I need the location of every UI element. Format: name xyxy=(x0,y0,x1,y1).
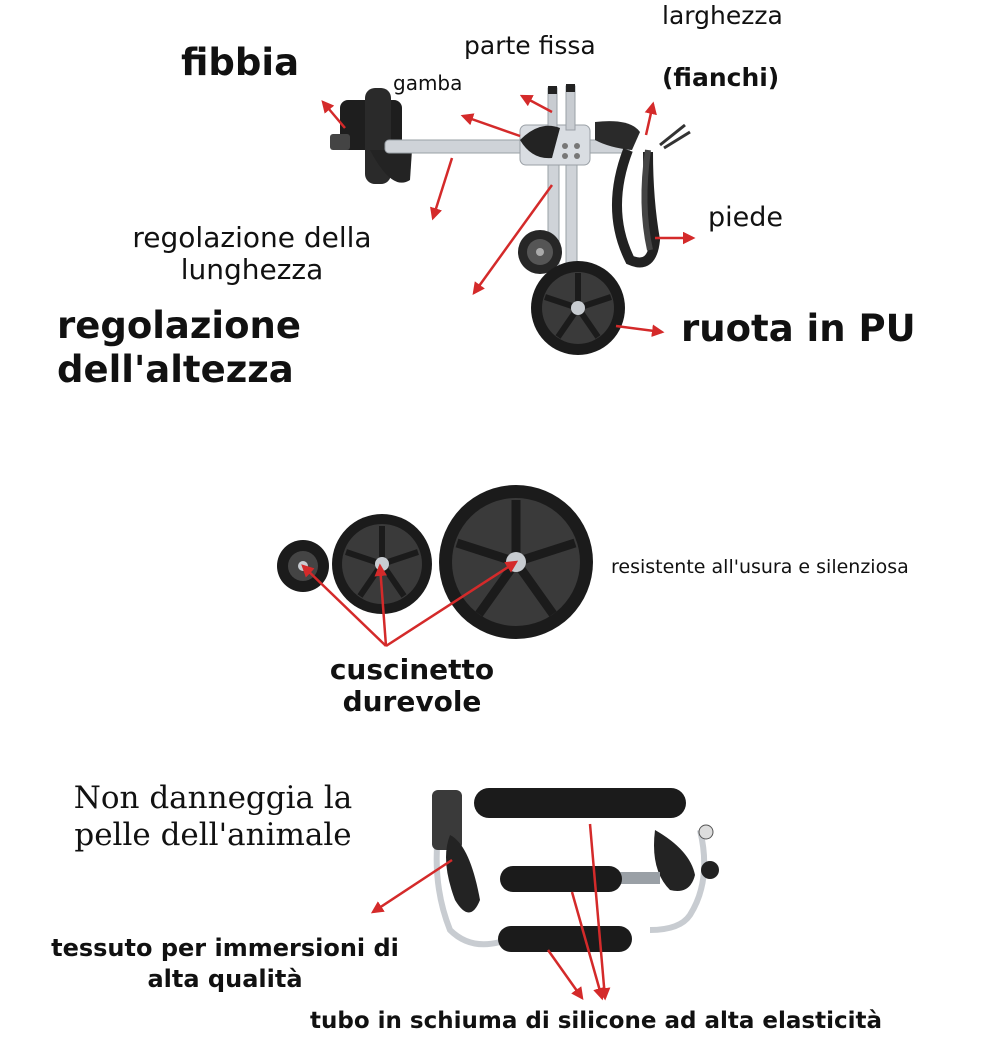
label-cuscinetto: cuscinetto durevole xyxy=(312,653,512,719)
label-cuscinetto-line1: cuscinetto xyxy=(329,653,495,686)
side-bar xyxy=(384,139,631,154)
label-tubo-schiuma: tubo in schiuma di silicone ad alta elas… xyxy=(310,1008,882,1034)
label-non-danneggia-line1: Non danneggia la xyxy=(73,780,353,816)
section1-arrows xyxy=(321,94,696,337)
label-parte-fissa: parte fissa xyxy=(464,31,596,60)
harness-strap xyxy=(330,88,412,184)
foam-tube-top xyxy=(474,788,686,818)
label-tessuto-line2: alta qualità xyxy=(147,965,303,994)
label-tessuto: tessuto per immersioni di alta qualità xyxy=(22,933,428,995)
pu-wheel xyxy=(531,261,625,355)
label-non-danneggia-line2: pelle dell'animale xyxy=(74,817,352,854)
back-wheel xyxy=(518,230,562,274)
foam-tube-bottom xyxy=(498,926,632,952)
label-regolazione-lunghezza-line2: lunghezza xyxy=(180,253,324,287)
label-regolazione-altezza-line2: dell'altezza xyxy=(57,348,294,392)
label-fianchi: (fianchi) xyxy=(662,63,780,92)
label-fibbia: fibbia xyxy=(181,41,300,84)
label-regolazione-lunghezza: regolazione della lunghezza xyxy=(105,221,399,287)
label-piede: piede xyxy=(708,202,784,233)
wheelchair-image xyxy=(330,84,691,355)
label-resistente: resistente all'usura e silenziosa xyxy=(611,556,909,578)
section3-arrows xyxy=(370,823,611,1001)
label-regolazione-altezza-line1: regolazione xyxy=(57,304,301,347)
label-gamba: gamba xyxy=(393,71,463,95)
label-larghezza: larghezza xyxy=(662,1,783,30)
label-ruota-pu: ruota in PU xyxy=(681,307,916,350)
label-regolazione-altezza: regolazione dell'altezza xyxy=(57,304,301,393)
wheels-image xyxy=(277,485,593,639)
label-cuscinetto-line2: durevole xyxy=(342,685,482,719)
fixed-part xyxy=(519,84,591,166)
foam-tube-middle xyxy=(500,866,622,892)
label-tessuto-line1: tessuto per immersioni di xyxy=(51,934,399,962)
label-regolazione-lunghezza-line1: regolazione della xyxy=(132,221,372,254)
section2-arrows xyxy=(301,560,519,648)
harness-image xyxy=(432,788,719,952)
label-non-danneggia: Non danneggia la pelle dell'animale xyxy=(55,780,371,854)
foot-straps xyxy=(612,123,691,268)
